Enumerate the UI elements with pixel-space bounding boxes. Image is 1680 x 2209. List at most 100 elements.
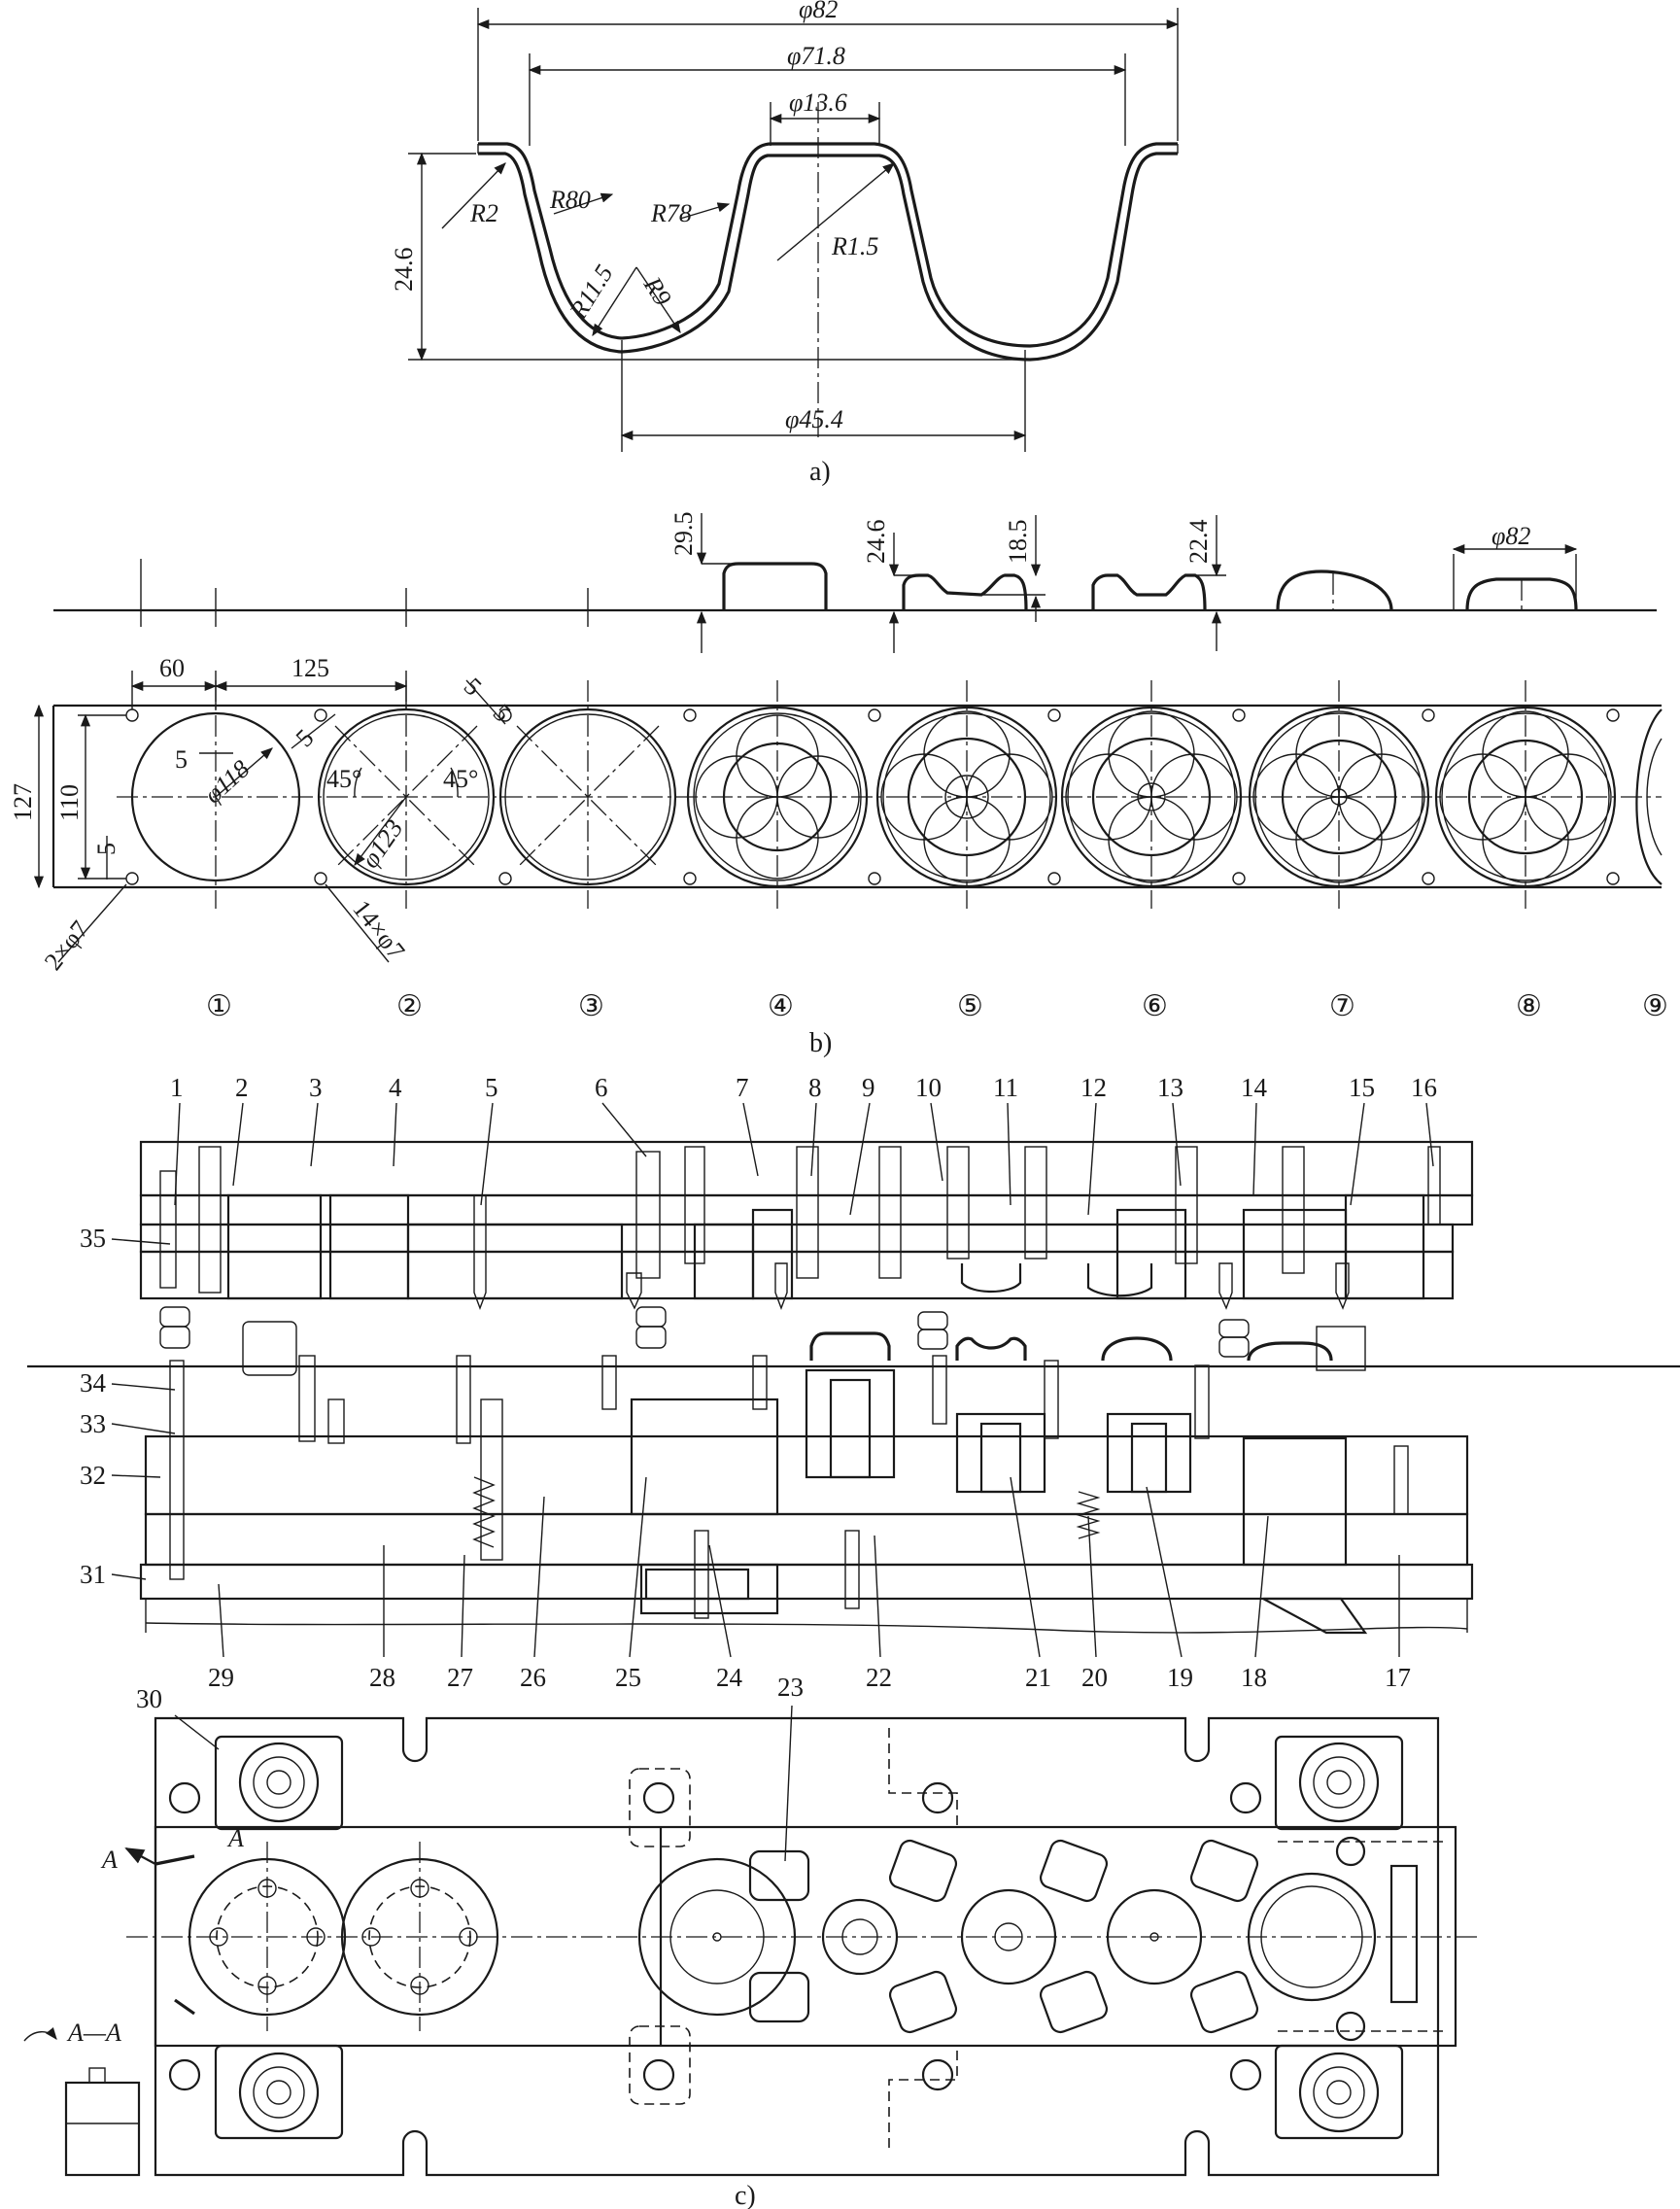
part-number-21: 21	[1025, 1663, 1051, 1692]
stripper-nuts	[159, 1306, 1366, 1376]
part-number-15: 15	[1349, 1073, 1375, 1102]
part-number-11: 11	[993, 1073, 1018, 1102]
part-number-6: 6	[595, 1073, 608, 1102]
plan-dim-45-right: 45°	[443, 765, 478, 793]
dim-d71-8: φ71.8	[787, 42, 845, 70]
plan-dim-5-gap: 5	[175, 745, 188, 774]
station-7: ⑦	[1329, 990, 1355, 1022]
part-number-27: 27	[447, 1663, 473, 1692]
part-number-24: 24	[716, 1663, 743, 1692]
section-mark-a-2: A	[226, 1824, 244, 1852]
plan-dim-5-diag-b: 5	[459, 673, 488, 702]
part-number-35: 35	[80, 1224, 106, 1253]
station-3: ③	[578, 990, 604, 1022]
die-assembly-section: 1 2 3 4 5 6 7 8 9 10 11 12 13 14 15 16 3…	[27, 1073, 1680, 1692]
station-4-form	[686, 680, 869, 909]
part-numbers-left: 35 34 33 32 31	[80, 1224, 176, 1589]
station-8-form	[1434, 680, 1617, 909]
corner-guides	[214, 1735, 1404, 2140]
strip-profile-forms: φ82 29.5 24.6 18.5 22.4	[140, 512, 1578, 653]
plan-dim-d118: φ118	[199, 754, 256, 809]
dim-d45-4: φ45.4	[785, 405, 843, 433]
plan-dim-60: 60	[159, 654, 185, 682]
upper-bolts	[159, 1146, 1441, 1294]
part-number-10: 10	[915, 1073, 942, 1102]
station-1: ①	[206, 990, 232, 1022]
part-number-2: 2	[235, 1073, 249, 1102]
station-8: ⑧	[1516, 990, 1542, 1022]
plan-dim-110: 110	[55, 784, 84, 821]
part-number-13: 13	[1157, 1073, 1183, 1102]
station-6: ⑥	[1142, 990, 1168, 1022]
part-number-12: 12	[1080, 1073, 1107, 1102]
profile-dim-h18-5: 18.5	[1004, 520, 1032, 565]
station-6-form	[1060, 680, 1243, 909]
plan-dim-45-left: 45°	[326, 765, 361, 793]
part-number-29: 29	[208, 1663, 234, 1692]
plan-dim-5-diag-c: 5	[488, 699, 517, 728]
part-number-19: 19	[1167, 1663, 1193, 1692]
part-number-16: 16	[1411, 1073, 1437, 1102]
profile-dim-h24-6: 24.6	[862, 520, 890, 565]
dim-r80: R80	[549, 186, 591, 214]
plan-dim-2xd7: 2×φ7	[39, 915, 94, 976]
station-2: ②	[396, 990, 423, 1022]
part-number-22: 22	[866, 1663, 892, 1692]
plan-dim-125: 125	[291, 654, 329, 682]
dim-d13-6: φ13.6	[789, 88, 847, 117]
caption-a: a)	[809, 457, 831, 487]
dim-r11-5: R11.5	[564, 259, 619, 325]
dim-d82: φ82	[799, 0, 838, 23]
part-number-8: 8	[808, 1073, 822, 1102]
part-numbers-top: 1 2 3 4 5 6 7 8 9 10 11 12 13 14 15 16	[170, 1073, 1437, 1216]
part-number-4: 4	[389, 1073, 402, 1102]
part-number-14: 14	[1241, 1073, 1268, 1102]
part-number-20: 20	[1081, 1663, 1108, 1692]
dim-r78: R78	[650, 199, 692, 227]
part-number-3: 3	[309, 1073, 323, 1102]
dim-h24-6: 24.6	[390, 248, 418, 293]
part-number-28: 28	[369, 1663, 395, 1692]
strip-layout-view: φ82 29.5 24.6 18.5 22.4	[9, 512, 1668, 1059]
plan-dim-d123: φ123	[356, 814, 408, 873]
plan-nuts	[168, 1768, 1262, 2105]
station-5: ⑤	[957, 990, 983, 1022]
section-mark-a-1: A	[100, 1846, 118, 1874]
part-number-7: 7	[736, 1073, 749, 1102]
station-7-form	[1248, 680, 1430, 909]
part-number-5: 5	[485, 1073, 498, 1102]
part-number-18: 18	[1241, 1663, 1267, 1692]
station-4: ④	[768, 990, 794, 1022]
part-numbers-bottom: 29 28 27 26 25 24 22 21 20 19 18 17	[208, 1476, 1411, 1692]
dim-r2: R2	[469, 199, 498, 227]
caption-c: c)	[735, 2181, 756, 2209]
profile-dim-h22-4: 22.4	[1184, 520, 1213, 565]
part-number-25: 25	[615, 1663, 641, 1692]
station-9: ⑨	[1642, 990, 1668, 1022]
part-number-26: 26	[520, 1663, 546, 1692]
part-number-33: 33	[80, 1409, 106, 1438]
profile-dim-h29-5: 29.5	[669, 512, 698, 557]
part-section-view: φ82 φ71.8 φ13.6 φ45.4 24.6 R2 R80 R78 R1…	[390, 0, 1180, 487]
part-number-30: 30	[136, 1684, 162, 1713]
plan-dim-127: 127	[9, 783, 37, 821]
part-number-32: 32	[80, 1461, 106, 1490]
dim-r1-5: R1.5	[831, 232, 878, 260]
part-number-1: 1	[170, 1073, 184, 1102]
part-number-34: 34	[80, 1368, 107, 1398]
die-plan-view: A A A—A 30 23 c)	[23, 1673, 1482, 2209]
strip-plan: 60 125 127 110 5 5 5 5 5 φ118 φ123 45° 4…	[9, 654, 1663, 976]
part-number-23: 23	[777, 1673, 804, 1702]
pilot-blocks	[748, 1839, 1259, 2034]
profile-dim-d82: φ82	[1491, 522, 1530, 550]
part-number-9: 9	[862, 1073, 875, 1102]
lower-pins	[169, 1355, 1409, 1619]
plan-dim-5-diag-a: 5	[291, 724, 320, 753]
part-number-31: 31	[80, 1560, 106, 1589]
caption-b: b)	[809, 1028, 832, 1058]
part-number-17: 17	[1385, 1663, 1411, 1692]
station-5-form	[875, 680, 1058, 909]
plan-dim-5-vert: 5	[92, 843, 120, 855]
plan-dim-14xd7: 14×φ7	[347, 895, 410, 965]
